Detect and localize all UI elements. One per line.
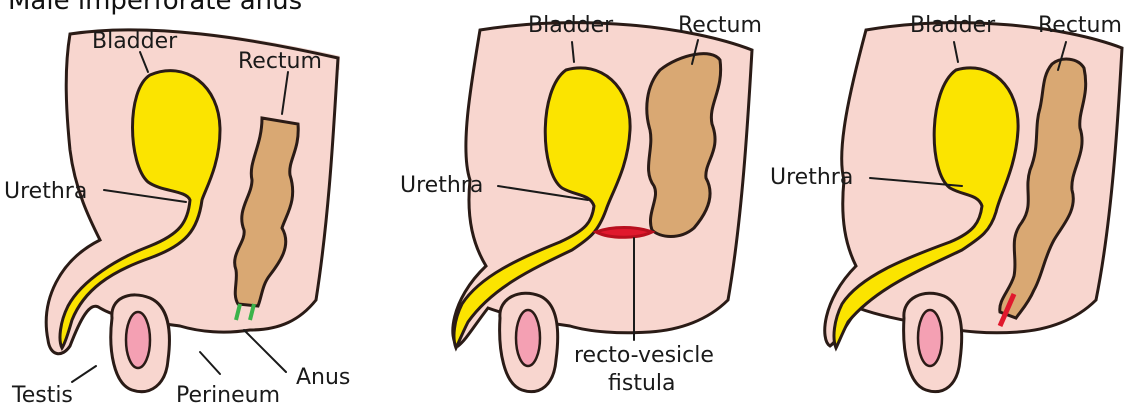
label-fistula-line1: recto-vesicle — [574, 343, 714, 368]
label-anus: Anus — [296, 365, 350, 390]
anus-leader — [244, 330, 286, 372]
perineum-leader — [200, 352, 220, 374]
testis-leader — [72, 366, 96, 382]
label-fistula-line2: fistula — [608, 371, 675, 396]
label-rectum: Rectum — [238, 49, 322, 74]
panel-normal: Bladder Rectum Urethra Testis Perineum A… — [4, 29, 350, 405]
label-bladder: Bladder — [528, 13, 614, 38]
label-urethra: Urethra — [770, 165, 853, 190]
testis — [918, 310, 942, 366]
label-urethra: Urethra — [4, 179, 87, 204]
label-bladder: Bladder — [910, 13, 996, 38]
label-bladder: Bladder — [92, 29, 178, 54]
panel-rectoperineal: Bladder Rectum Urethra — [770, 13, 1122, 392]
testis — [516, 310, 540, 366]
label-rectum: Rectum — [678, 13, 762, 38]
label-testis: Testis — [11, 383, 73, 405]
recto-vesicle-fistula — [596, 228, 652, 238]
label-perineum: Perineum — [176, 383, 280, 405]
panel-recto-vesicle-fistula: Bladder Rectum Urethra recto-vesicle fis… — [400, 13, 762, 396]
label-rectum: Rectum — [1038, 13, 1122, 38]
testis — [126, 312, 150, 368]
label-urethra: Urethra — [400, 173, 483, 198]
